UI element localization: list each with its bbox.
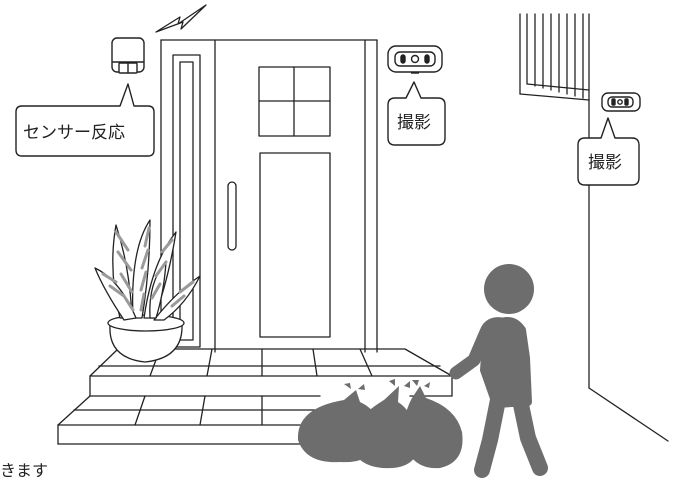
callout-sensor-text: センサー反応	[23, 123, 125, 143]
motion-sensor-device	[112, 38, 144, 73]
potted-plant	[95, 220, 200, 362]
door-handle	[228, 182, 236, 250]
person-silhouette	[456, 264, 540, 470]
garbage-bags	[298, 379, 463, 468]
camera-device-wall	[602, 93, 640, 111]
window-grille	[520, 14, 589, 100]
callout-capture-wall-text: 撮影	[588, 153, 622, 173]
door-panel	[260, 153, 330, 337]
signal-bolt-icon	[156, 5, 206, 32]
camera-device-door	[388, 46, 442, 73]
callout-sensor: センサー反応	[16, 84, 154, 156]
door-frame	[161, 40, 377, 352]
door-window	[259, 67, 330, 136]
callout-capture-door-text: 撮影	[397, 113, 431, 133]
callout-capture-door: 撮影	[388, 82, 445, 145]
callout-capture-wall: 撮影	[578, 118, 639, 185]
caption-text: きます	[0, 457, 48, 481]
